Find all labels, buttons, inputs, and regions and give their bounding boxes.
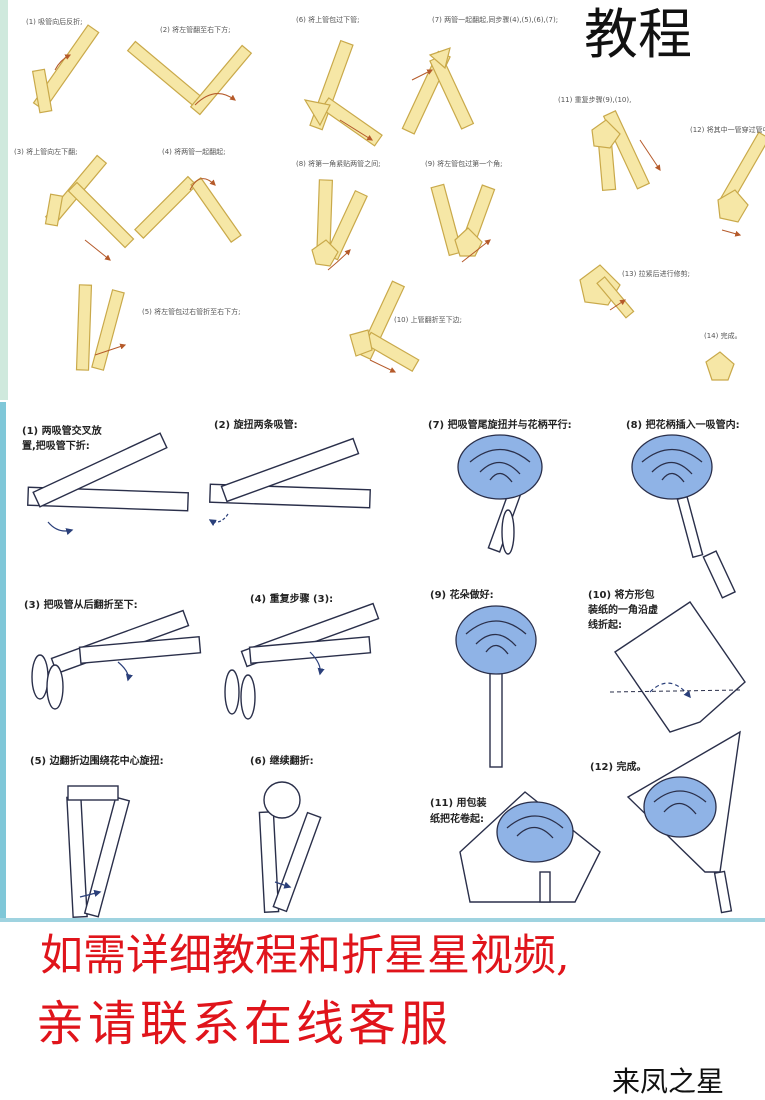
panel-edge-strip	[0, 402, 6, 920]
promo-line-2: 亲请联系在线客服	[36, 996, 453, 1052]
star-step-12-figure	[717, 131, 765, 223]
rose-step-label: (9) 花朵做好:	[430, 588, 494, 601]
star-step-8-figure	[311, 179, 368, 267]
brand-name: 来凤之星	[612, 1065, 725, 1098]
rose-step-label: 线折起:	[588, 618, 622, 631]
star-diagram: (1) 吸管向后反折; (2) 将左管翻至右下方; (3) 将上管向左下翻; (…	[14, 15, 765, 381]
star-step-label: (10) 上管翻折至下边;	[394, 315, 462, 324]
star-step-3-figure	[44, 154, 135, 249]
star-step-6-figure	[303, 39, 383, 147]
rose-step-label: (11) 用包装	[430, 796, 487, 809]
rose-step-label: (8) 把花柄插入一吸管内:	[626, 418, 740, 431]
rose-step-label: (10) 将方形包	[588, 588, 655, 601]
panel-edge-strip	[0, 0, 8, 400]
rose-step-label: (12) 完成。	[590, 760, 647, 773]
star-step-label: (11) 重复步骤(9),(10),	[558, 95, 631, 104]
star-step-9-figure	[430, 183, 496, 257]
poster-title: 教程	[584, 3, 692, 66]
star-step-13-figure	[579, 264, 635, 319]
rose-flower-step-7	[457, 434, 543, 500]
rose-step-label: (7) 把吸管尾旋扭并与花柄平行:	[428, 418, 572, 431]
star-step-1-figure	[31, 24, 100, 114]
rose-step-3-figure	[31, 609, 202, 710]
rose-flower-step-8	[631, 434, 713, 500]
rose-step-label: (5) 边翻折边围绕花中心旋扭:	[30, 754, 164, 767]
star-step-11-figure	[591, 109, 651, 192]
rose-flower-step-11	[496, 801, 574, 863]
rose-step-label: 装纸的一角沿虚	[587, 603, 658, 616]
star-step-label: (1) 吸管向后反折;	[26, 17, 83, 26]
star-step-2-figure	[126, 40, 253, 116]
star-step-10-figure	[349, 280, 420, 373]
rose-step-label: 置,把吸管下折:	[22, 439, 90, 452]
star-step-label: (12) 将其中一管穿过管中;	[690, 125, 765, 134]
rose-flower-step-12	[643, 776, 717, 838]
rose-step-1-figure	[27, 432, 189, 512]
star-step-7-figure	[401, 47, 475, 135]
star-step-label: (2) 将左管翻至右下方;	[160, 25, 231, 34]
star-step-label: (5) 将左管包过右管折至右下方;	[142, 307, 241, 316]
rose-step-label: 纸把花卷起:	[430, 812, 484, 825]
rose-step-10-figure	[614, 601, 746, 733]
rose-step-label: (3) 把吸管从后翻折至下:	[24, 598, 138, 611]
rose-step-label: (4) 重复步骤 (3):	[250, 592, 333, 605]
star-step-5-figure	[75, 284, 125, 371]
rose-step-8-figure	[676, 495, 736, 599]
star-step-label: (14) 完成。	[704, 331, 742, 340]
star-step-label: (13) 拉紧后进行修剪;	[622, 269, 690, 278]
star-step-14-figure	[705, 351, 735, 381]
rose-diagram: (1) 两吸管交叉放 置,把吸管下折: (2) 旋扭两条吸管: (3) 把吸管从…	[22, 418, 746, 919]
rose-step-7-figure	[487, 481, 525, 555]
star-step-label: (8) 将第一角紧贴两管之间;	[296, 159, 381, 168]
star-step-label: (7) 两管一起翻起,同步骤(4),(5),(6),(7);	[432, 15, 558, 24]
rose-step-label: (1) 两吸管交叉放	[22, 424, 103, 437]
rose-step-6-figure	[258, 781, 322, 914]
promo-line-1: 如需详细教程和折星星视频,	[40, 931, 570, 981]
star-step-label: (9) 将左管包过第一个角;	[425, 159, 503, 168]
rose-step-4-figure	[224, 602, 380, 720]
star-step-label: (3) 将上管向左下翻;	[14, 147, 78, 156]
rose-step-label: (6) 继续翻折:	[250, 754, 314, 767]
star-step-label: (6) 将上管包过下管;	[296, 15, 360, 24]
rose-step-label: (2) 旋扭两条吸管:	[214, 418, 298, 431]
star-step-label: (4) 将两管一起翻起;	[162, 147, 226, 156]
rose-step-5-figure	[66, 785, 131, 919]
panel-divider	[0, 918, 765, 922]
star-step-4-figure	[134, 175, 242, 243]
rose-step-2-figure	[209, 437, 371, 509]
rose-flower-step-9	[455, 605, 537, 675]
